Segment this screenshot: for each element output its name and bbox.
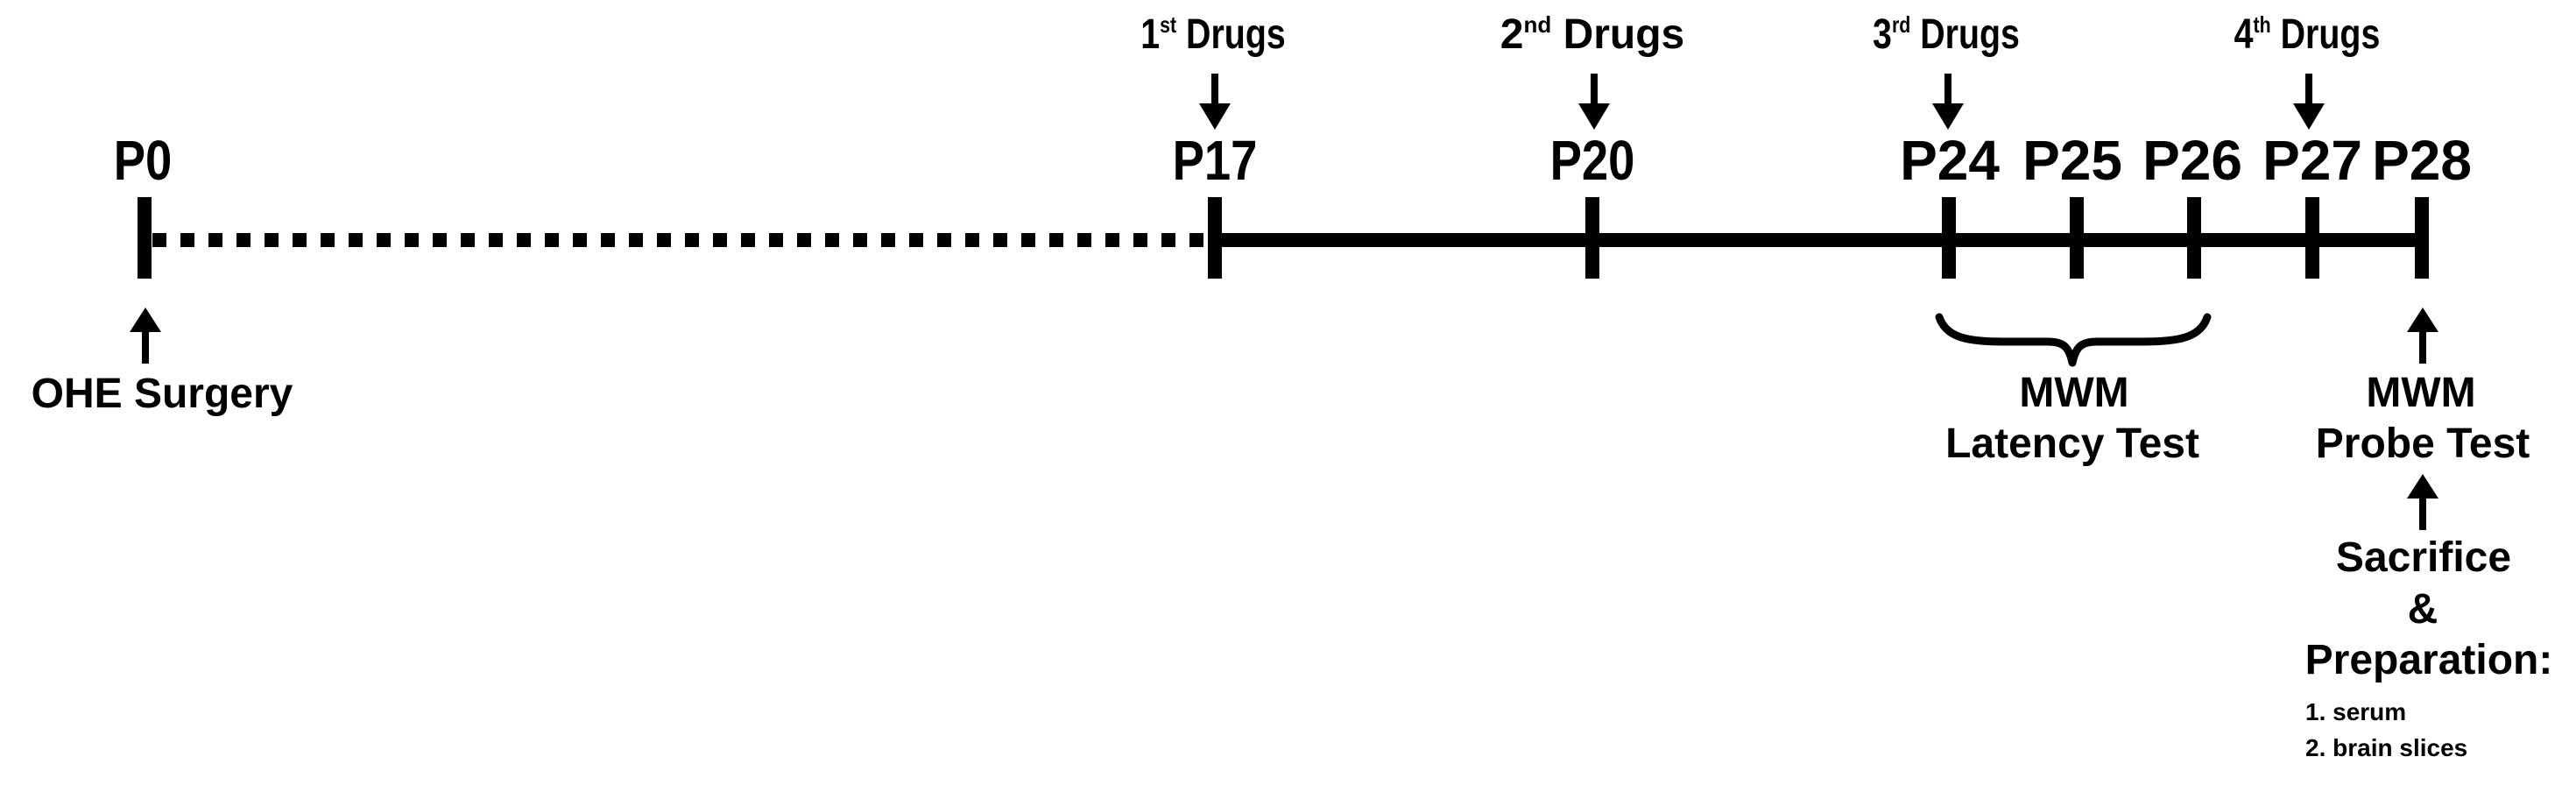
tick-p24 (1942, 197, 1956, 279)
drug-number: 3 (1873, 11, 1892, 58)
drug-word: Drugs (1920, 11, 2020, 58)
up-arrow-icon (2407, 308, 2438, 364)
drug-number: 1 (1140, 11, 1161, 58)
day-label-p24: P24 (1900, 129, 2000, 192)
dotted-timeline-segment (152, 233, 1209, 247)
drug-number: 2 (1500, 11, 1524, 58)
drug-ordinal-suffix: th (2253, 11, 2271, 38)
drug-number: 4 (2234, 11, 2254, 58)
drug-ordinal-suffix: nd (1523, 11, 1552, 38)
tick-p25 (2070, 197, 2084, 279)
preparation-label: Preparation: (2304, 637, 2553, 683)
tick-p26 (2187, 197, 2201, 279)
drug-word: Drugs (1186, 11, 1286, 58)
sacrifice-label: Sacrifice (2335, 534, 2512, 581)
day-label-p27: P27 (2262, 129, 2362, 192)
tick-p0 (138, 197, 152, 279)
probe-mwm-label: MWM (2366, 370, 2476, 416)
tick-p28 (2415, 197, 2429, 279)
day-label-p20: P20 (1549, 129, 1635, 192)
latency-mwm-label: MWM (2019, 370, 2129, 416)
drug-label-3: 3rd Drugs (1873, 11, 2020, 60)
day-label-p28: P28 (2372, 129, 2472, 192)
down-arrow-icon (1578, 74, 1610, 130)
prep-item-serum: 1. serum (2305, 698, 2407, 725)
prep-item-brain-slices: 2. brain slices (2305, 734, 2468, 761)
down-arrow-icon (1932, 74, 1964, 130)
day-label-p26: P26 (2142, 129, 2242, 192)
ampersand-label: & (2407, 586, 2438, 633)
down-arrow-icon (1199, 74, 1231, 130)
drug-ordinal-suffix: st (1160, 11, 1177, 38)
up-arrow-icon (2407, 474, 2438, 530)
day-label-p25: P25 (2022, 129, 2122, 192)
drug-label-4: 4th Drugs (2234, 11, 2381, 60)
surgery-label: OHE Surgery (31, 371, 293, 417)
tick-p27 (2305, 197, 2319, 279)
tick-p17 (1208, 197, 1222, 279)
latency-test-label: Latency Test (1945, 421, 2199, 467)
probe-test-label: Probe Test (2315, 421, 2530, 467)
day-label-p0: P0 (113, 129, 173, 192)
drug-word: Drugs (1563, 11, 1685, 58)
tick-p20 (1585, 197, 1599, 279)
drug-word: Drugs (2280, 11, 2381, 58)
curly-brace-icon (1935, 313, 2212, 367)
drug-label-1: 1st Drugs (1140, 11, 1286, 60)
up-arrow-icon (130, 308, 161, 364)
solid-timeline-segment (1215, 233, 2422, 247)
day-label-p17: P17 (1172, 129, 1258, 192)
drug-ordinal-suffix: rd (1891, 11, 1911, 38)
drug-label-2: 2nd Drugs (1500, 11, 1685, 60)
down-arrow-icon (2293, 74, 2325, 130)
